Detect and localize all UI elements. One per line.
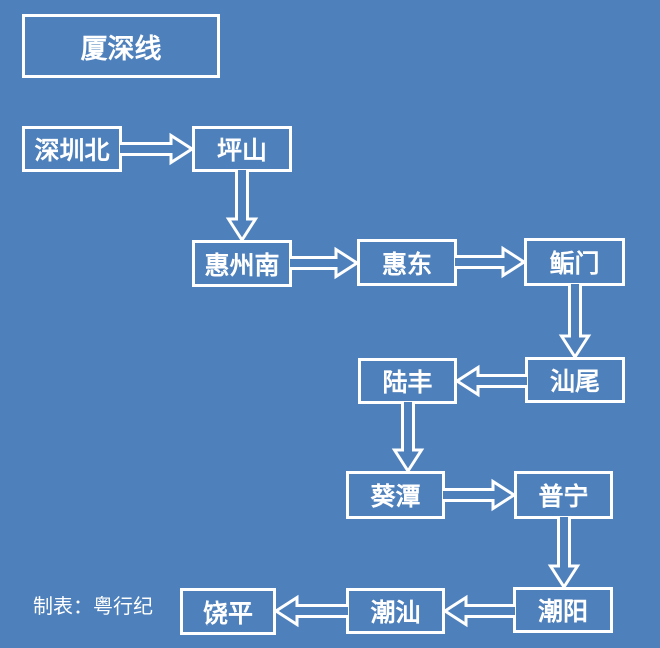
arrow-lufeng-to-kuitan bbox=[391, 402, 424, 474]
arrow-shenzhen-north-to-pingshan bbox=[120, 132, 195, 166]
arrow-pingshan-to-huizhou-south bbox=[225, 170, 259, 243]
station-box-shanwei: 汕尾 bbox=[525, 357, 625, 403]
station-box-puning: 普宁 bbox=[514, 471, 613, 519]
station-box-chaoshan: 潮汕 bbox=[346, 588, 445, 634]
station-box-huizhou-south: 惠州南 bbox=[192, 240, 292, 287]
station-box-lufeng: 陆丰 bbox=[358, 358, 457, 404]
station-box-chaoyang: 潮阳 bbox=[513, 587, 613, 633]
arrow-kuitan-to-puning bbox=[443, 478, 517, 512]
arrow-chaoyang-to-chaoshan bbox=[442, 594, 515, 627]
arrow-houmen-to-shanwei bbox=[558, 284, 591, 360]
arrow-puning-to-chaoyang bbox=[547, 517, 580, 590]
station-box-shenzhen-north: 深圳北 bbox=[22, 126, 122, 172]
station-box-pingshan: 坪山 bbox=[192, 126, 292, 172]
arrow-chaoshan-to-raoping bbox=[273, 595, 348, 628]
arrow-huidong-to-houmen bbox=[455, 246, 527, 279]
credit-text: 制表：粤行纪 bbox=[33, 596, 153, 618]
arrow-huizhou-south-to-huidong bbox=[290, 246, 360, 280]
station-box-kuitan: 葵潭 bbox=[346, 471, 445, 519]
station-box-houmen: 鲘门 bbox=[524, 238, 625, 286]
station-box-raoping: 饶平 bbox=[180, 588, 276, 635]
line-title-box: 厦深线 bbox=[22, 14, 220, 78]
station-box-huidong: 惠东 bbox=[357, 239, 457, 286]
arrow-shanwei-to-lufeng bbox=[454, 364, 527, 397]
line-title: 厦深线 bbox=[80, 33, 162, 64]
